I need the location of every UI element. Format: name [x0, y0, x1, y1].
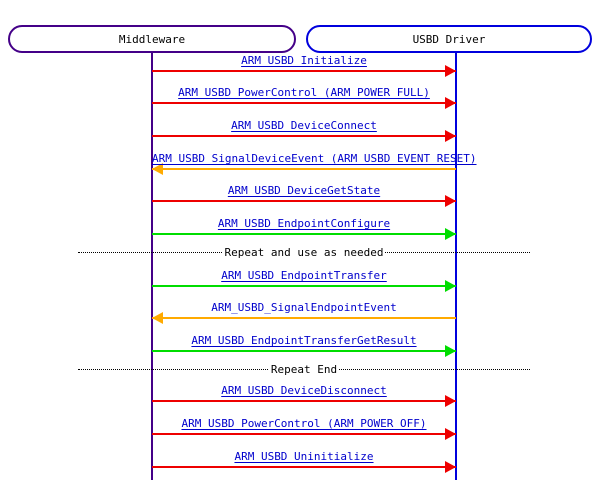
message-label[interactable]: ARM_USBD_DeviceConnect: [152, 119, 456, 132]
participant-usbd-driver-label: USBD Driver: [412, 32, 486, 46]
arrowhead-icon: [445, 280, 456, 292]
arrowhead-icon: [445, 428, 456, 440]
separator-label: Repeat End: [78, 363, 530, 376]
message-label[interactable]: ARM_USBD_DeviceDisconnect: [152, 384, 456, 397]
participant-usbd-driver: USBD Driver: [306, 25, 592, 53]
arrowhead-icon: [445, 461, 456, 473]
message-label[interactable]: ARM_USBD_PowerControl (ARM_POWER_OFF): [152, 417, 456, 430]
message-line: [152, 433, 456, 435]
message-link[interactable]: ARM_USBD_PowerControl (ARM_POWER_FULL): [178, 86, 430, 99]
message-link[interactable]: ARM_USBD_DeviceConnect: [231, 119, 377, 132]
arrowhead-icon: [445, 395, 456, 407]
message-line: [152, 285, 456, 287]
message-line: [152, 233, 456, 235]
lifeline-middleware: [151, 53, 153, 480]
arrowhead-icon: [445, 65, 456, 77]
message-label[interactable]: ARM_USBD_SignalDeviceEvent (ARM_USBD_EVE…: [152, 152, 477, 165]
message-line: [152, 350, 456, 352]
message-line: [152, 168, 456, 170]
message-label[interactable]: ARM_USBD_Uninitialize: [152, 450, 456, 463]
message-label[interactable]: ARM_USBD_DeviceGetState: [152, 184, 456, 197]
message-line: [152, 102, 456, 104]
arrowhead-icon: [445, 130, 456, 142]
message-line: [152, 70, 456, 72]
message-link[interactable]: ARM_USBD_EndpointTransfer: [221, 269, 387, 282]
arrowhead-icon: [445, 97, 456, 109]
message-link[interactable]: ARM_USBD_PowerControl (ARM_POWER_OFF): [181, 417, 427, 430]
message-link[interactable]: ARM_USBD_SignalDeviceEvent (ARM_USBD_EVE…: [152, 152, 477, 165]
separator-label-text: Repeat End: [268, 363, 340, 376]
message-line: [152, 317, 456, 319]
arrowhead-icon: [445, 228, 456, 240]
message-line: [152, 135, 456, 137]
message-label[interactable]: ARM_USBD_EndpointConfigure: [152, 217, 456, 230]
message-link[interactable]: ARM_USBD_Initialize: [241, 54, 367, 67]
lifeline-usbd-driver: [455, 53, 457, 480]
message-link[interactable]: ARM_USBD_Uninitialize: [234, 450, 374, 463]
arrowhead-icon: [152, 312, 163, 324]
message-line: [152, 400, 456, 402]
arrowhead-icon: [445, 195, 456, 207]
arrowhead-icon: [152, 163, 163, 175]
message-link[interactable]: ARM_USBD_EndpointTransferGetResult: [191, 334, 417, 347]
message-label: ARM_USBD_SignalEndpointEvent: [152, 301, 456, 314]
separator-label: Repeat and use as needed: [78, 246, 530, 259]
message-label[interactable]: ARM_USBD_EndpointTransferGetResult: [152, 334, 456, 347]
message-link[interactable]: ARM_USBD_DeviceGetState: [227, 184, 381, 197]
message-label[interactable]: ARM_USBD_Initialize: [152, 54, 456, 67]
message-line: [152, 466, 456, 468]
message-line: [152, 200, 456, 202]
message-link[interactable]: ARM_USBD_DeviceDisconnect: [221, 384, 387, 397]
message-label[interactable]: ARM_USBD_EndpointTransfer: [152, 269, 456, 282]
separator-label-text: Repeat and use as needed: [222, 246, 386, 259]
participant-middleware-label: Middleware: [118, 32, 186, 46]
message-text: ARM_USBD_SignalEndpointEvent: [211, 301, 397, 314]
message-link[interactable]: ARM_USBD_EndpointConfigure: [217, 217, 391, 230]
separator-repeat-end: Repeat End: [78, 363, 530, 376]
arrowhead-icon: [445, 345, 456, 357]
separator-repeat-and-use-as-needed: Repeat and use as needed: [78, 246, 530, 259]
message-label[interactable]: ARM_USBD_PowerControl (ARM_POWER_FULL): [152, 86, 456, 99]
participant-middleware: Middleware: [8, 25, 296, 53]
